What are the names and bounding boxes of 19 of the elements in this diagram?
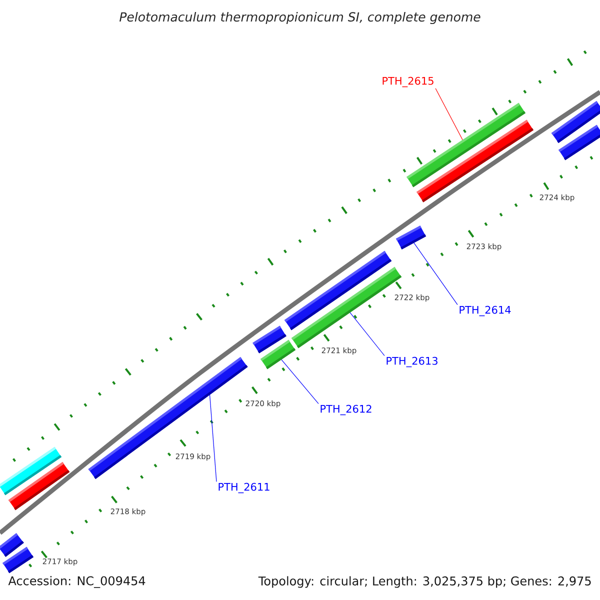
leader-line [350, 312, 385, 356]
summary-text: Topology: circular; Length: 3,025,375 bp; Genes: 2,975 [258, 576, 591, 588]
accession-text: Accession: NC_009454 [8, 576, 146, 588]
gene-bar [558, 124, 600, 160]
gene-label: PTH_2612 [320, 404, 372, 416]
gene-bar [416, 120, 534, 202]
gene-bar [8, 462, 70, 510]
title: Pelotomaculum thermopropionicum SI, complete genome [120, 12, 480, 24]
leader-line [414, 242, 458, 305]
leader-line [435, 88, 463, 140]
gene-bar [2, 546, 34, 574]
gene-bar [260, 340, 296, 370]
gene-label: PTH_2615 [382, 76, 434, 88]
leader-line [209, 394, 217, 482]
leader-line [281, 359, 319, 404]
gene-label: PTH_2611 [218, 482, 270, 494]
gene-label: PTH_2613 [386, 356, 438, 368]
gene-label: PTH_2614 [460, 306, 511, 316]
gene-bar [396, 225, 426, 250]
